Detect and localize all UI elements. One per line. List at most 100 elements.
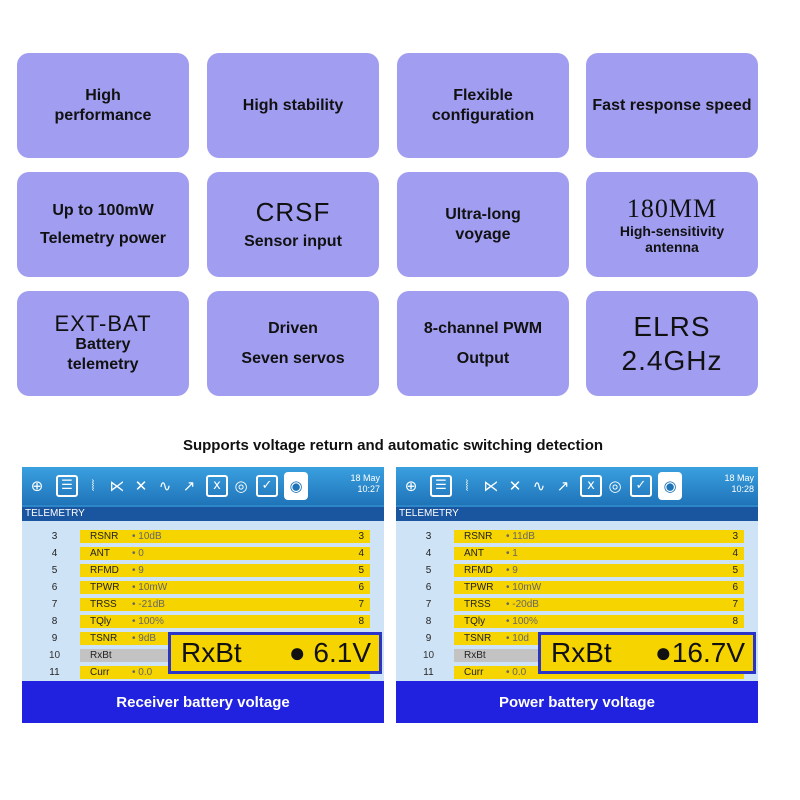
telemetry-icon[interactable]: ◉ <box>284 472 308 500</box>
curve-icon[interactable]: ∿ <box>158 477 172 495</box>
row-number: 3 <box>425 531 432 542</box>
date-time: 18 May 10:27 <box>350 473 380 495</box>
tile-line: High <box>85 86 121 104</box>
tile-line: Seven servos <box>241 349 345 367</box>
list-icon[interactable]: ☰ <box>56 475 78 497</box>
sensor-value: • 10mW <box>132 582 168 593</box>
check-icon[interactable]: ✓ <box>630 475 652 497</box>
row-index: 5 <box>358 565 364 576</box>
zoom-label: RxBt <box>551 637 612 668</box>
zoom-value: ● 6.1V <box>288 637 371 668</box>
servo-icon[interactable]: ↗ <box>556 477 570 495</box>
tile-line: antenna <box>645 238 699 255</box>
feature-tile-ext-bat: EXT-BAT Battery telemetry <box>17 291 189 396</box>
signal-icon[interactable]: ⦚ <box>91 477 95 495</box>
x-icon[interactable]: x <box>206 475 228 497</box>
feature-tile-antenna: 180MM High-sensitivity antenna <box>586 172 758 277</box>
sensor-name: TQly <box>464 616 486 627</box>
tile-line: Fast response speed <box>592 96 752 114</box>
curve-icon[interactable]: ∿ <box>532 477 546 495</box>
toolbar: ⊕ ☰ ⦚ ⋉ ✕ ∿ ↗ x ◎ ✓ ◉ 18 May 10:27 <box>22 467 384 505</box>
telemetry-screen-right: ⊕ ☰ ⦚ ⋉ ✕ ∿ ↗ x ◎ ✓ ◉ 18 May 10:28 TELEM… <box>396 467 758 723</box>
feature-tile-telemetry-power: Up to 100mW Telemetry power <box>17 172 189 277</box>
globe-icon[interactable]: ◎ <box>234 477 248 495</box>
sensor-value: • 9dB <box>132 633 157 644</box>
feature-tile-pwm: 8-channel PWM Output <box>397 291 569 396</box>
feature-tile-high-stability: High stability <box>207 53 379 158</box>
sensor-value: • 9 <box>506 565 518 576</box>
tile-line: Battery <box>75 335 131 353</box>
sensor-value: • 10d <box>506 633 529 644</box>
mixer-icon[interactable]: ⋉ <box>109 477 125 495</box>
row-number: 10 <box>48 650 61 661</box>
row-index: 6 <box>358 582 364 593</box>
row-number: 5 <box>51 565 58 576</box>
row-number: 4 <box>425 548 432 559</box>
sensor-name: RxBt <box>90 650 112 661</box>
sensor-value: • 0.0 <box>132 667 153 678</box>
sensor-name: TSNR <box>464 633 492 644</box>
feature-tile-fast-response: Fast response speed <box>586 53 758 158</box>
globe-icon[interactable]: ◎ <box>608 477 622 495</box>
sensor-value: • 0.0 <box>506 667 527 678</box>
sensor-name: ANT <box>90 548 110 559</box>
cross-icon[interactable]: ✕ <box>134 477 148 495</box>
check-icon[interactable]: ✓ <box>256 475 278 497</box>
sensor-value: • 1 <box>506 548 518 559</box>
tile-line: voyage <box>455 225 511 243</box>
sensor-name: RSNR <box>464 531 493 542</box>
row-number: 7 <box>51 599 58 610</box>
row-number: 8 <box>425 616 432 627</box>
sensor-name: RSNR <box>90 531 119 542</box>
cross-icon[interactable]: ✕ <box>508 477 522 495</box>
tile-line: Output <box>456 349 510 367</box>
date-time: 18 May 10:28 <box>724 473 754 495</box>
sensor-value: • 10dB <box>132 531 162 542</box>
page-title: TELEMETRY <box>22 507 384 521</box>
zoom-label: RxBt <box>181 637 242 668</box>
mixer-icon[interactable]: ⋉ <box>483 477 499 495</box>
list-icon[interactable]: ☰ <box>430 475 452 497</box>
radio-icon[interactable]: ⊕ <box>30 477 44 495</box>
sensor-value: • -21dB <box>132 599 165 610</box>
radio-icon[interactable]: ⊕ <box>404 477 418 495</box>
sensor-name: TPWR <box>464 582 494 593</box>
date: 18 May <box>350 473 380 483</box>
page-title: TELEMETRY <box>396 507 758 521</box>
sensor-name: RxBt <box>464 650 486 661</box>
row-number: 3 <box>51 531 58 542</box>
sensor-value: • 11dB <box>506 531 535 542</box>
servo-icon[interactable]: ↗ <box>182 477 196 495</box>
tile-line: High stability <box>242 96 344 114</box>
row-number: 7 <box>425 599 432 610</box>
feature-tile-ultra-long: Ultra-long voyage <box>397 172 569 277</box>
row-number: 11 <box>49 667 60 678</box>
toolbar: ⊕ ☰ ⦚ ⋉ ✕ ∿ ↗ x ◎ ✓ ◉ 18 May 10:28 <box>396 467 758 505</box>
tile-line: 8-channel PWM <box>423 319 543 337</box>
signal-icon[interactable]: ⦚ <box>465 477 469 495</box>
telemetry-icon[interactable]: ◉ <box>658 472 682 500</box>
tile-line: Ultra-long <box>445 205 521 223</box>
row-number: 6 <box>425 582 432 593</box>
sensor-value: • 0 <box>132 548 144 559</box>
feature-tile-elrs: ELRS 2.4GHz <box>586 291 758 396</box>
feature-tile-crsf: CRSF Sensor input <box>207 172 379 277</box>
feature-tile-flexible-configuration: Flexible configuration <box>397 53 569 158</box>
tile-line: configuration <box>431 106 535 124</box>
row-index: 7 <box>732 599 738 610</box>
time: 10:27 <box>357 484 380 494</box>
tile-line: High-sensitivity <box>619 222 725 239</box>
x-icon[interactable]: x <box>580 475 602 497</box>
